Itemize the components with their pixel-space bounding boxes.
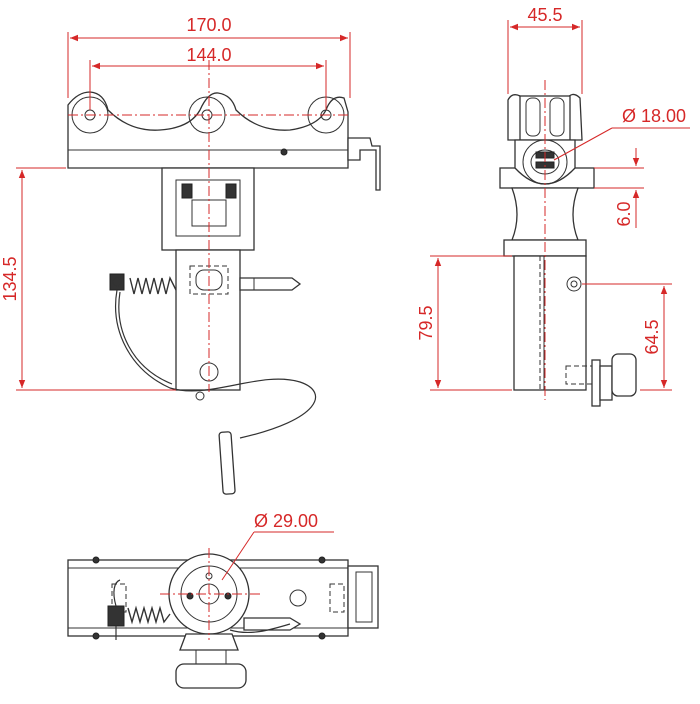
dim-wheel-spacing: 144.0 xyxy=(186,45,231,65)
front-view xyxy=(67,60,381,495)
top-dimensions: Ø 29.00 xyxy=(221,511,334,581)
lower-tube xyxy=(175,249,241,391)
top-view xyxy=(67,548,379,689)
knob xyxy=(591,359,601,407)
dim-total-height: 134.5 xyxy=(0,256,20,301)
dim-side-width: 45.5 xyxy=(527,5,562,25)
roller-housing xyxy=(67,91,349,169)
front-dimensions: 170.0 144.0 134.5 xyxy=(0,15,351,391)
side-dimensions: 45.5 Ø 18.00 6.0 79.5 64.5 xyxy=(416,5,690,391)
dim-hole-height: 64.5 xyxy=(642,319,662,354)
side-tube xyxy=(513,255,587,391)
side-view xyxy=(499,80,637,407)
dim-overall-width: 170.0 xyxy=(186,15,231,35)
lanyard-wire xyxy=(115,289,317,439)
dim-pin-diameter: Ø 18.00 xyxy=(622,106,686,126)
spring xyxy=(129,275,177,295)
plunger-pin xyxy=(239,277,302,291)
dim-tube-length: 79.5 xyxy=(416,305,436,340)
hanging-pin xyxy=(218,431,236,495)
dim-socket-diameter: Ø 29.00 xyxy=(254,511,318,531)
side-latch xyxy=(347,137,381,191)
top-knob xyxy=(175,663,247,689)
dim-flange-thickness: 6.0 xyxy=(614,201,634,226)
